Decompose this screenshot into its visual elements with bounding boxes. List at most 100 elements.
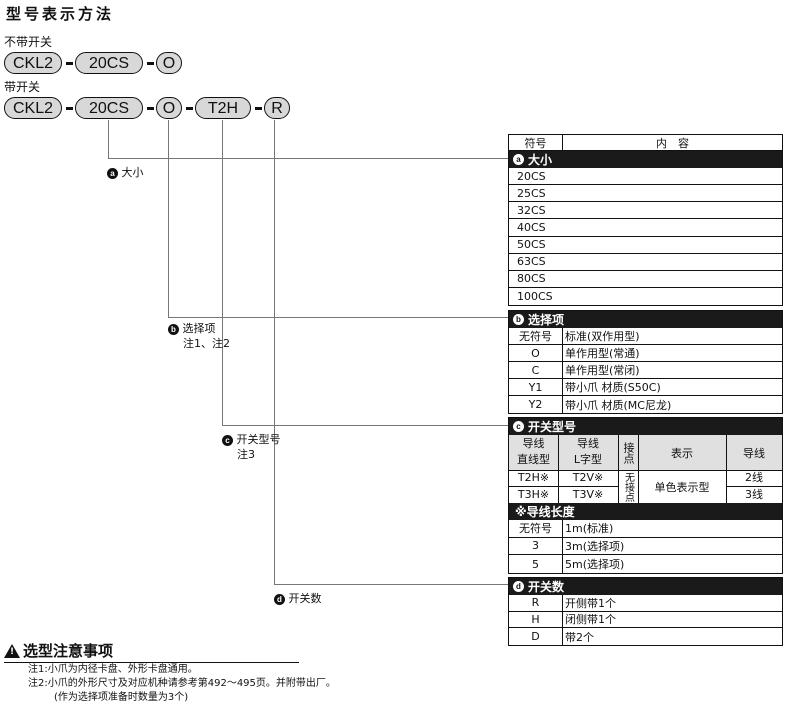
callout-switch-type-text: 开关型号 xyxy=(236,433,281,446)
table-row: 50CS xyxy=(509,237,782,254)
row-description: 标准(双作用型) xyxy=(565,330,640,343)
display-value: 单色表示型 xyxy=(638,470,727,503)
separator-dash xyxy=(255,107,262,110)
header-lead: 导线 xyxy=(743,446,765,460)
callout-switch-count-text: 开关数 xyxy=(288,592,322,605)
row-code: 3 xyxy=(509,537,563,555)
callout-option-note: 注1、注2 xyxy=(183,337,230,350)
section-title: 大小 xyxy=(528,153,553,167)
section-bar-option: b 选择项 xyxy=(509,311,782,328)
leader-line-a xyxy=(108,158,508,159)
section-bar-switch-count: d 开关数 xyxy=(509,578,782,595)
leader-line-c xyxy=(222,120,223,426)
leader-line-d xyxy=(274,584,508,585)
letter-a-icon: a xyxy=(513,154,524,165)
model-part-option: O xyxy=(156,52,182,74)
leader-line-d xyxy=(274,120,275,585)
model-part-switch-count: R xyxy=(264,97,290,119)
header-display: 表示 xyxy=(638,435,727,470)
size-code: 32CS xyxy=(517,203,546,217)
header-l-type: 导线 L字型 xyxy=(558,435,619,470)
row-description: 3m(选择项) xyxy=(565,539,625,553)
row-description: 单作用型(常通) xyxy=(565,347,640,360)
size-code: 25CS xyxy=(517,186,546,200)
header-straight: 导线 直线型 xyxy=(509,435,559,470)
model-part-size: 20CS xyxy=(75,52,143,74)
row-code: 无符号 xyxy=(509,520,563,537)
notes-divider xyxy=(4,662,299,663)
letter-a-icon: a xyxy=(107,168,118,179)
page-title: 型号表示方法 xyxy=(6,5,115,23)
size-code: 63CS xyxy=(517,255,546,269)
notes-title: 选型注意事项 xyxy=(23,642,114,660)
straight-model: T2H※ xyxy=(509,470,559,487)
warning-mark: ! xyxy=(10,646,15,657)
l-model: T3V※ xyxy=(558,487,619,503)
callout-size-text: 大小 xyxy=(121,166,144,179)
callout-size: a 大小 xyxy=(107,165,144,180)
table-header-row: 符号 内 容 xyxy=(509,135,782,151)
model-part-size: 20CS xyxy=(75,97,143,119)
notes-heading: ! 选型注意事项 xyxy=(4,640,336,661)
switch-type-body: T2H※ T3H※ T2V※ T3V※ 无接点 单色表示型 2线 3线 xyxy=(509,470,782,504)
separator-dash xyxy=(147,107,154,110)
contact-value: 无接点 xyxy=(618,470,639,503)
section-bar-lead-length: ※导线长度 xyxy=(509,503,782,520)
table-row: 无符号标准(双作用型) xyxy=(509,328,782,345)
separator-dash xyxy=(186,107,193,110)
header-straight-line1: 导线 xyxy=(522,437,545,450)
row-code: D xyxy=(509,628,563,645)
straight-model: T3H※ xyxy=(509,487,559,503)
letter-b-icon: b xyxy=(513,314,524,325)
row-code: H xyxy=(509,611,563,628)
row-description: 带小爪 材质(S50C) xyxy=(565,381,661,394)
row-description: 单作用型(常闭) xyxy=(565,364,640,377)
section-title: 选择项 xyxy=(528,313,565,327)
model-part-series: CKL2 xyxy=(4,97,62,119)
section-title: 开关型号 xyxy=(528,420,577,434)
header-l-line2: L字型 xyxy=(573,453,603,466)
separator-dash xyxy=(66,107,73,110)
row-code: O xyxy=(509,345,563,361)
size-code: 50CS xyxy=(517,238,546,252)
model-part-option: O xyxy=(156,97,182,119)
row-description: 1m(标准) xyxy=(565,522,614,536)
section-title: 开关数 xyxy=(528,580,565,594)
leader-line-b xyxy=(168,120,169,318)
row-code: Y1 xyxy=(509,379,563,395)
leader-line-c xyxy=(222,425,508,426)
row-description: 带小爪 材质(MC尼龙) xyxy=(565,398,672,412)
letter-d-icon: d xyxy=(274,594,285,605)
model-part-switch-type: T2H xyxy=(195,97,251,119)
header-l-line1: 导线 xyxy=(577,437,599,450)
table-row: 20CS xyxy=(509,168,782,186)
l-model: T2V※ xyxy=(558,470,619,487)
switch-type-table: c 开关型号 导线 直线型 导线 L字型 接点 表示 导线 T2H※ T3H※ … xyxy=(508,417,783,574)
lead-value: 3线 xyxy=(745,488,763,501)
table-row: 100CS xyxy=(509,288,782,305)
row-description: 5m(选择项) xyxy=(565,558,625,572)
callout-switch-type: c 开关型号 注3 xyxy=(222,432,281,462)
row-code: Y2 xyxy=(509,396,563,413)
header-straight-line2: 直线型 xyxy=(517,453,550,466)
section-title: ※导线长度 xyxy=(515,505,575,519)
separator-dash xyxy=(147,62,154,65)
with-switch-label: 带开关 xyxy=(4,80,41,94)
row-code: 无符号 xyxy=(509,328,563,344)
section-bar-switch-type: c 开关型号 xyxy=(509,418,782,435)
callout-option-text: 选择项 xyxy=(182,322,216,335)
callout-switch-type-note: 注3 xyxy=(237,448,255,461)
